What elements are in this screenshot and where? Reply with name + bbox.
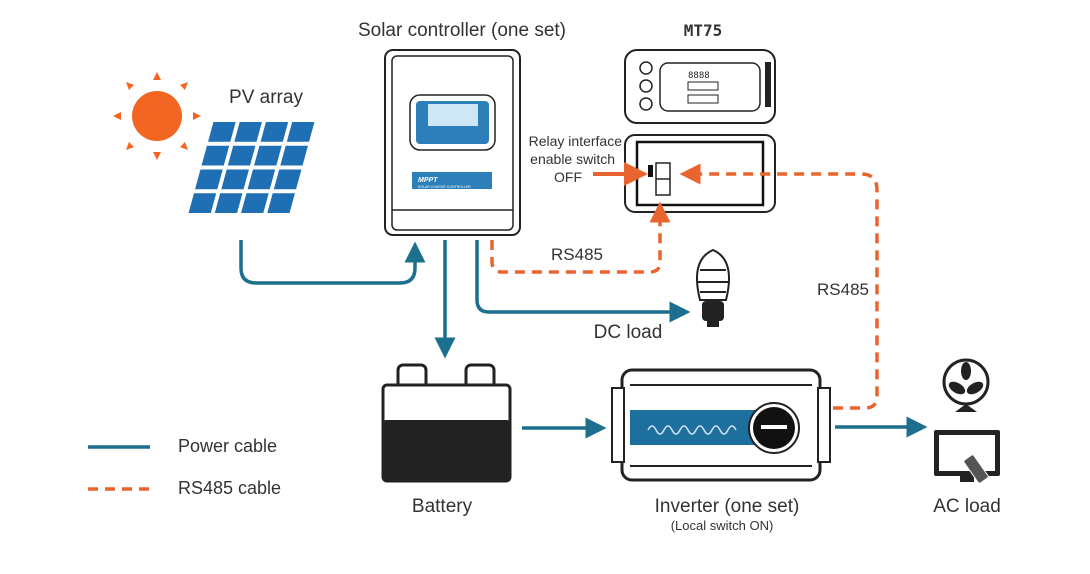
sun-icon [113,72,201,160]
pv-panel-cell [227,145,256,166]
battery-icon [381,363,512,483]
pv-panel-icon [188,122,315,213]
pv-panel-cell [208,122,236,142]
relay-label-line3: OFF [554,169,582,185]
pv-array-label: PV array [229,87,303,108]
pv-panel-cell [188,193,217,213]
legend: Power cable RS485 cable [88,436,281,498]
rs485-cable-controller-to-relay [490,201,671,274]
pv-panel-cell [267,193,295,213]
mt75-meter-device: 8888 [624,49,776,124]
rs485-cable-inverter-to-relay [679,163,879,410]
relay-label-line2: enable switch [530,151,615,167]
battery-label: Battery [412,496,473,517]
pv-panel-cell [201,145,230,166]
controller-panel-subtext: SOLAR CHARGE CONTROLLER [418,185,471,189]
pv-panel-cell [195,169,223,190]
rs485-label-left: RS485 [551,245,603,264]
power-cable-pv-to-controller [239,240,426,285]
controller-panel-text: MPPT [418,177,438,184]
legend-power-cable-label: Power cable [178,436,277,456]
relay-switch-icon [648,165,653,177]
pv-panel-cell [273,169,302,190]
mt75-title: MT75 [684,21,723,40]
pv-panel-cell [221,169,249,190]
power-cable-controller-to-dc-load [475,240,691,323]
pv-panel-cell [234,122,262,142]
pv-panel-cell [241,193,269,213]
fan-icon [942,358,990,412]
dc-load-label: DC load [594,322,663,343]
rs485-label-right: RS485 [817,280,869,299]
inverter-label: Inverter (one set) [655,496,800,517]
mt75-digits: 8888 [688,71,710,81]
ac-load-label: AC load [933,496,1001,517]
remote-control-icon [963,454,989,484]
pv-panel-cell [247,169,276,190]
solar-controller-device: MPPT SOLAR CHARGE CONTROLLER [384,49,521,236]
light-bulb-icon [696,248,730,327]
pv-panel-cell [260,122,289,142]
legend-rs485-cable-label: RS485 cable [178,478,281,498]
controller-title: Solar controller (one set) [358,20,566,41]
inverter-device [611,368,831,482]
pv-panel-cell [280,145,308,166]
tv-monitor-icon [934,430,1000,484]
pv-panel-cell [254,145,282,166]
relay-label-line1: Relay interface [529,133,623,149]
pv-panel-cell [214,193,243,213]
inverter-note: (Local switch ON) [671,518,774,533]
pv-panel-cell [286,122,315,142]
